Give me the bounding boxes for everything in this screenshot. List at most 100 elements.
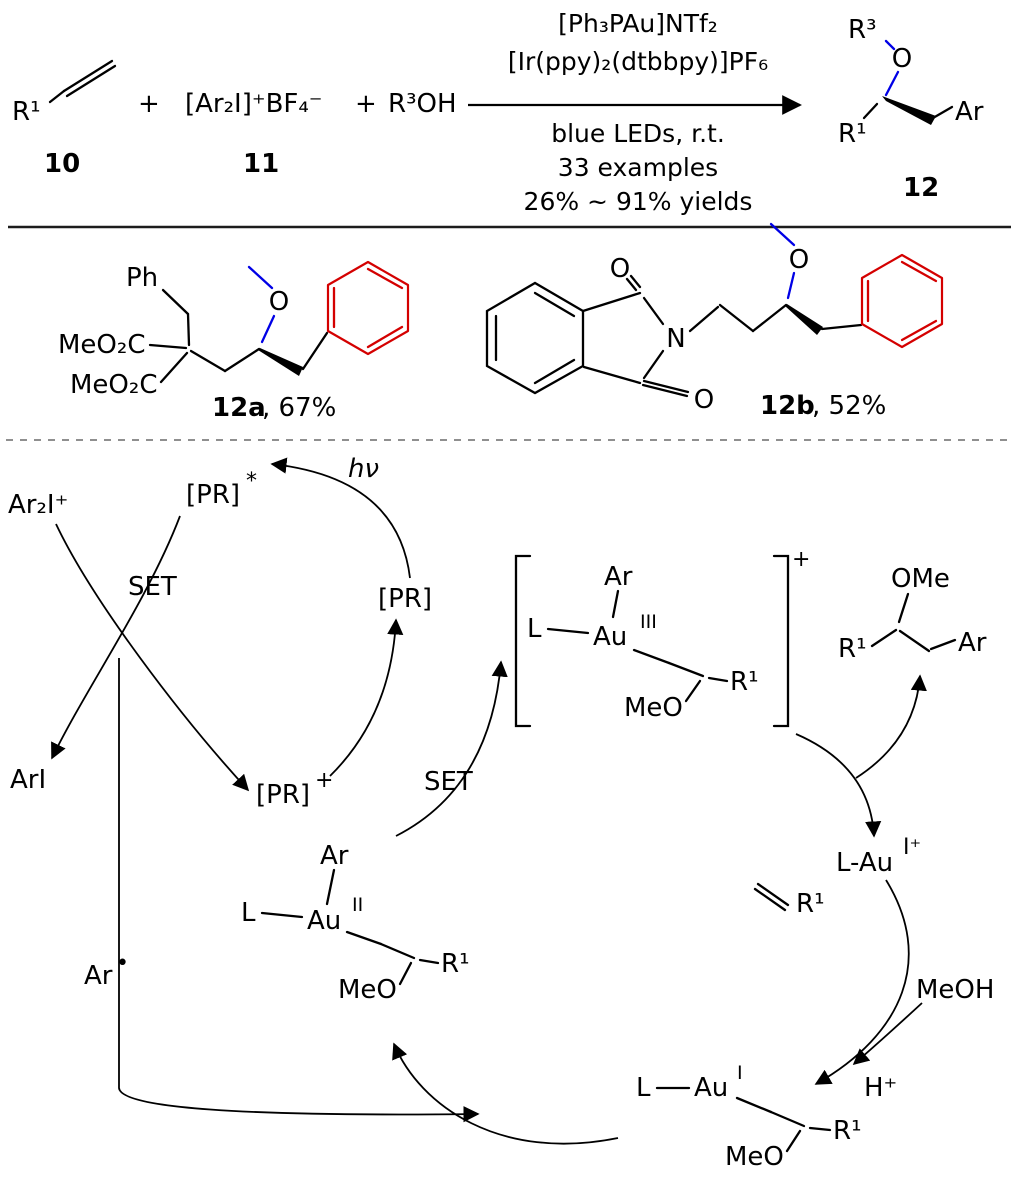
au3-meo-label: MeO [624, 693, 683, 723]
au1-bond-c1-c2 [769, 1110, 806, 1128]
cycle-product: OMe R¹ Ar [838, 564, 987, 664]
au3-bond-meo-c2 [684, 679, 702, 703]
cycle-product-bond-r1 [870, 628, 898, 648]
lau1-cation-label: L-Au [836, 848, 893, 878]
12a-phenyl-ring [326, 260, 410, 356]
12a-ph-label: Ph [126, 263, 158, 293]
arrow-meoh-in [852, 1002, 923, 1066]
au2-oxidation-state: II [352, 894, 363, 916]
au3-r1-label: R¹ [730, 667, 759, 697]
12a-wedge-bond [258, 348, 303, 376]
au3-l-label: L [527, 614, 542, 644]
au2-bond-meo-c2 [398, 961, 413, 986]
12a-bond-ph-ch2 [161, 288, 190, 316]
au3-au-label: Au [593, 622, 627, 652]
arrow-aryl-radical-path [118, 658, 480, 1123]
alkene-double-bond-line1 [62, 59, 114, 93]
au2-bond-au-c1 [345, 930, 383, 946]
cycle-alkene: R¹ [753, 882, 825, 919]
condition-photocatalyst: [Ir(ppy)₂(dtbbpy)]PF₆ [508, 47, 768, 76]
arrow-au1-to-au2 [392, 1042, 619, 1145]
12b-o-top-label: O [610, 254, 630, 284]
cycle-product-bond-ar [929, 638, 957, 651]
au2-meo-label: MeO [338, 975, 397, 1005]
12a-ring-inner2 [366, 325, 404, 349]
12b-o-ether-label: O [789, 245, 809, 275]
cycle-alkene-r1-label: R¹ [796, 889, 825, 919]
12a-yield: , 67% [262, 393, 336, 423]
12a-ester1-label: MeO₂C [58, 330, 145, 360]
12b-benzo-inner3 [533, 358, 576, 385]
meoh-label: MeOH [916, 975, 994, 1005]
diaryliodonium-label: Ar₂I⁺ [8, 490, 68, 520]
12b-bond-ctop-n [642, 296, 665, 326]
12a-bond-ch-o [260, 314, 276, 344]
arrow-au3-to-lau1-cation [795, 733, 882, 838]
au1-au-label: Au [694, 1073, 728, 1103]
product-r1-label: R¹ [838, 119, 867, 149]
arrow-au2-to-au3 [395, 660, 508, 837]
au2-bond-ar-au [325, 868, 336, 906]
arrow-ar2i-to-pr-cation [55, 523, 250, 792]
12b-benzo-inner1 [533, 291, 576, 318]
arrow-pr-excited-to-ari [51, 515, 181, 760]
12b-carbonyl-top-line1 [625, 277, 638, 292]
12b-carbonyl-bot-line2 [641, 383, 689, 398]
12b-carbonyl-bot-line1 [642, 379, 690, 394]
12b-bond-c2-c3 [751, 303, 788, 333]
bond-o-carbon [884, 70, 900, 97]
iodonium-salt-formula: [Ar₂I]⁺BF₄⁻ [185, 89, 323, 119]
au3-bond-l-au [546, 627, 590, 635]
condition-examples: 33 examples [558, 153, 718, 182]
au3-ar-label: Ar [604, 562, 633, 592]
au2-complex: Ar L Au II R¹ MeO [241, 841, 470, 1005]
au2-bond-c1-c2 [379, 942, 416, 960]
bond-r3-o [884, 39, 896, 51]
pr-label: [PR] [378, 584, 432, 614]
au3-bond-c2-r1 [707, 676, 729, 683]
wedge-bond [882, 96, 936, 125]
12b-bond-n-c1 [688, 305, 720, 333]
au1-l-label: L [636, 1073, 651, 1103]
aryl-radical-dot: • [116, 951, 129, 976]
bond-ch2-ar [931, 105, 954, 120]
12a-ester2-label: MeO₂C [70, 370, 157, 400]
au1-bond-meo-c2 [785, 1129, 802, 1153]
12b-bond-cbot-ring [582, 365, 642, 385]
compound-number-12: 12 [903, 173, 939, 203]
12a-ring-inner1 [366, 267, 404, 290]
12b-bond-c3-o [786, 271, 796, 300]
condition-light: blue LEDs, r.t. [551, 119, 725, 148]
alcohol-formula: R³OH [388, 89, 457, 119]
product-o-label: O [892, 44, 912, 74]
12a-bond-ch2-ch [223, 347, 261, 373]
12b-benzo-ring [485, 281, 585, 395]
12a-bond-ch2-quart [186, 312, 191, 347]
alkene-double-bond-line2 [65, 64, 117, 98]
12b-bond-o-methyl [769, 222, 796, 247]
12b-yield: , 52% [812, 391, 886, 421]
aryl-iodide-label: ArI [10, 765, 46, 795]
au3-bond-c1-c2 [667, 661, 705, 678]
au3-charge: + [792, 547, 810, 572]
au2-r1-label: R¹ [441, 949, 470, 979]
12b-ring-outline [860, 253, 944, 349]
compound-number-10: 10 [44, 149, 80, 179]
12a-bond-ester2 [159, 351, 189, 384]
au2-ar-label: Ar [320, 841, 349, 871]
product-ar-label: Ar [955, 97, 984, 127]
pr-cation-label: [PR] [256, 780, 310, 810]
cycle-product-r1-label: R¹ [838, 634, 867, 664]
arrow-lau1-cation-to-au1 [814, 879, 910, 1085]
12b-bond-n-cbot [642, 349, 665, 380]
condition-catalyst-gold: [Ph₃PAu]NTf₂ [558, 9, 718, 38]
12a-bond-ch2-ring [301, 331, 329, 371]
12a-ring-outline [326, 260, 410, 356]
au2-bond-l-au [260, 911, 304, 919]
cycle-arrows [51, 457, 927, 1145]
hv-label: hν [348, 454, 379, 484]
12b-carbonyl-top-line2 [629, 274, 642, 289]
12b-phenyl-ring [860, 253, 944, 349]
